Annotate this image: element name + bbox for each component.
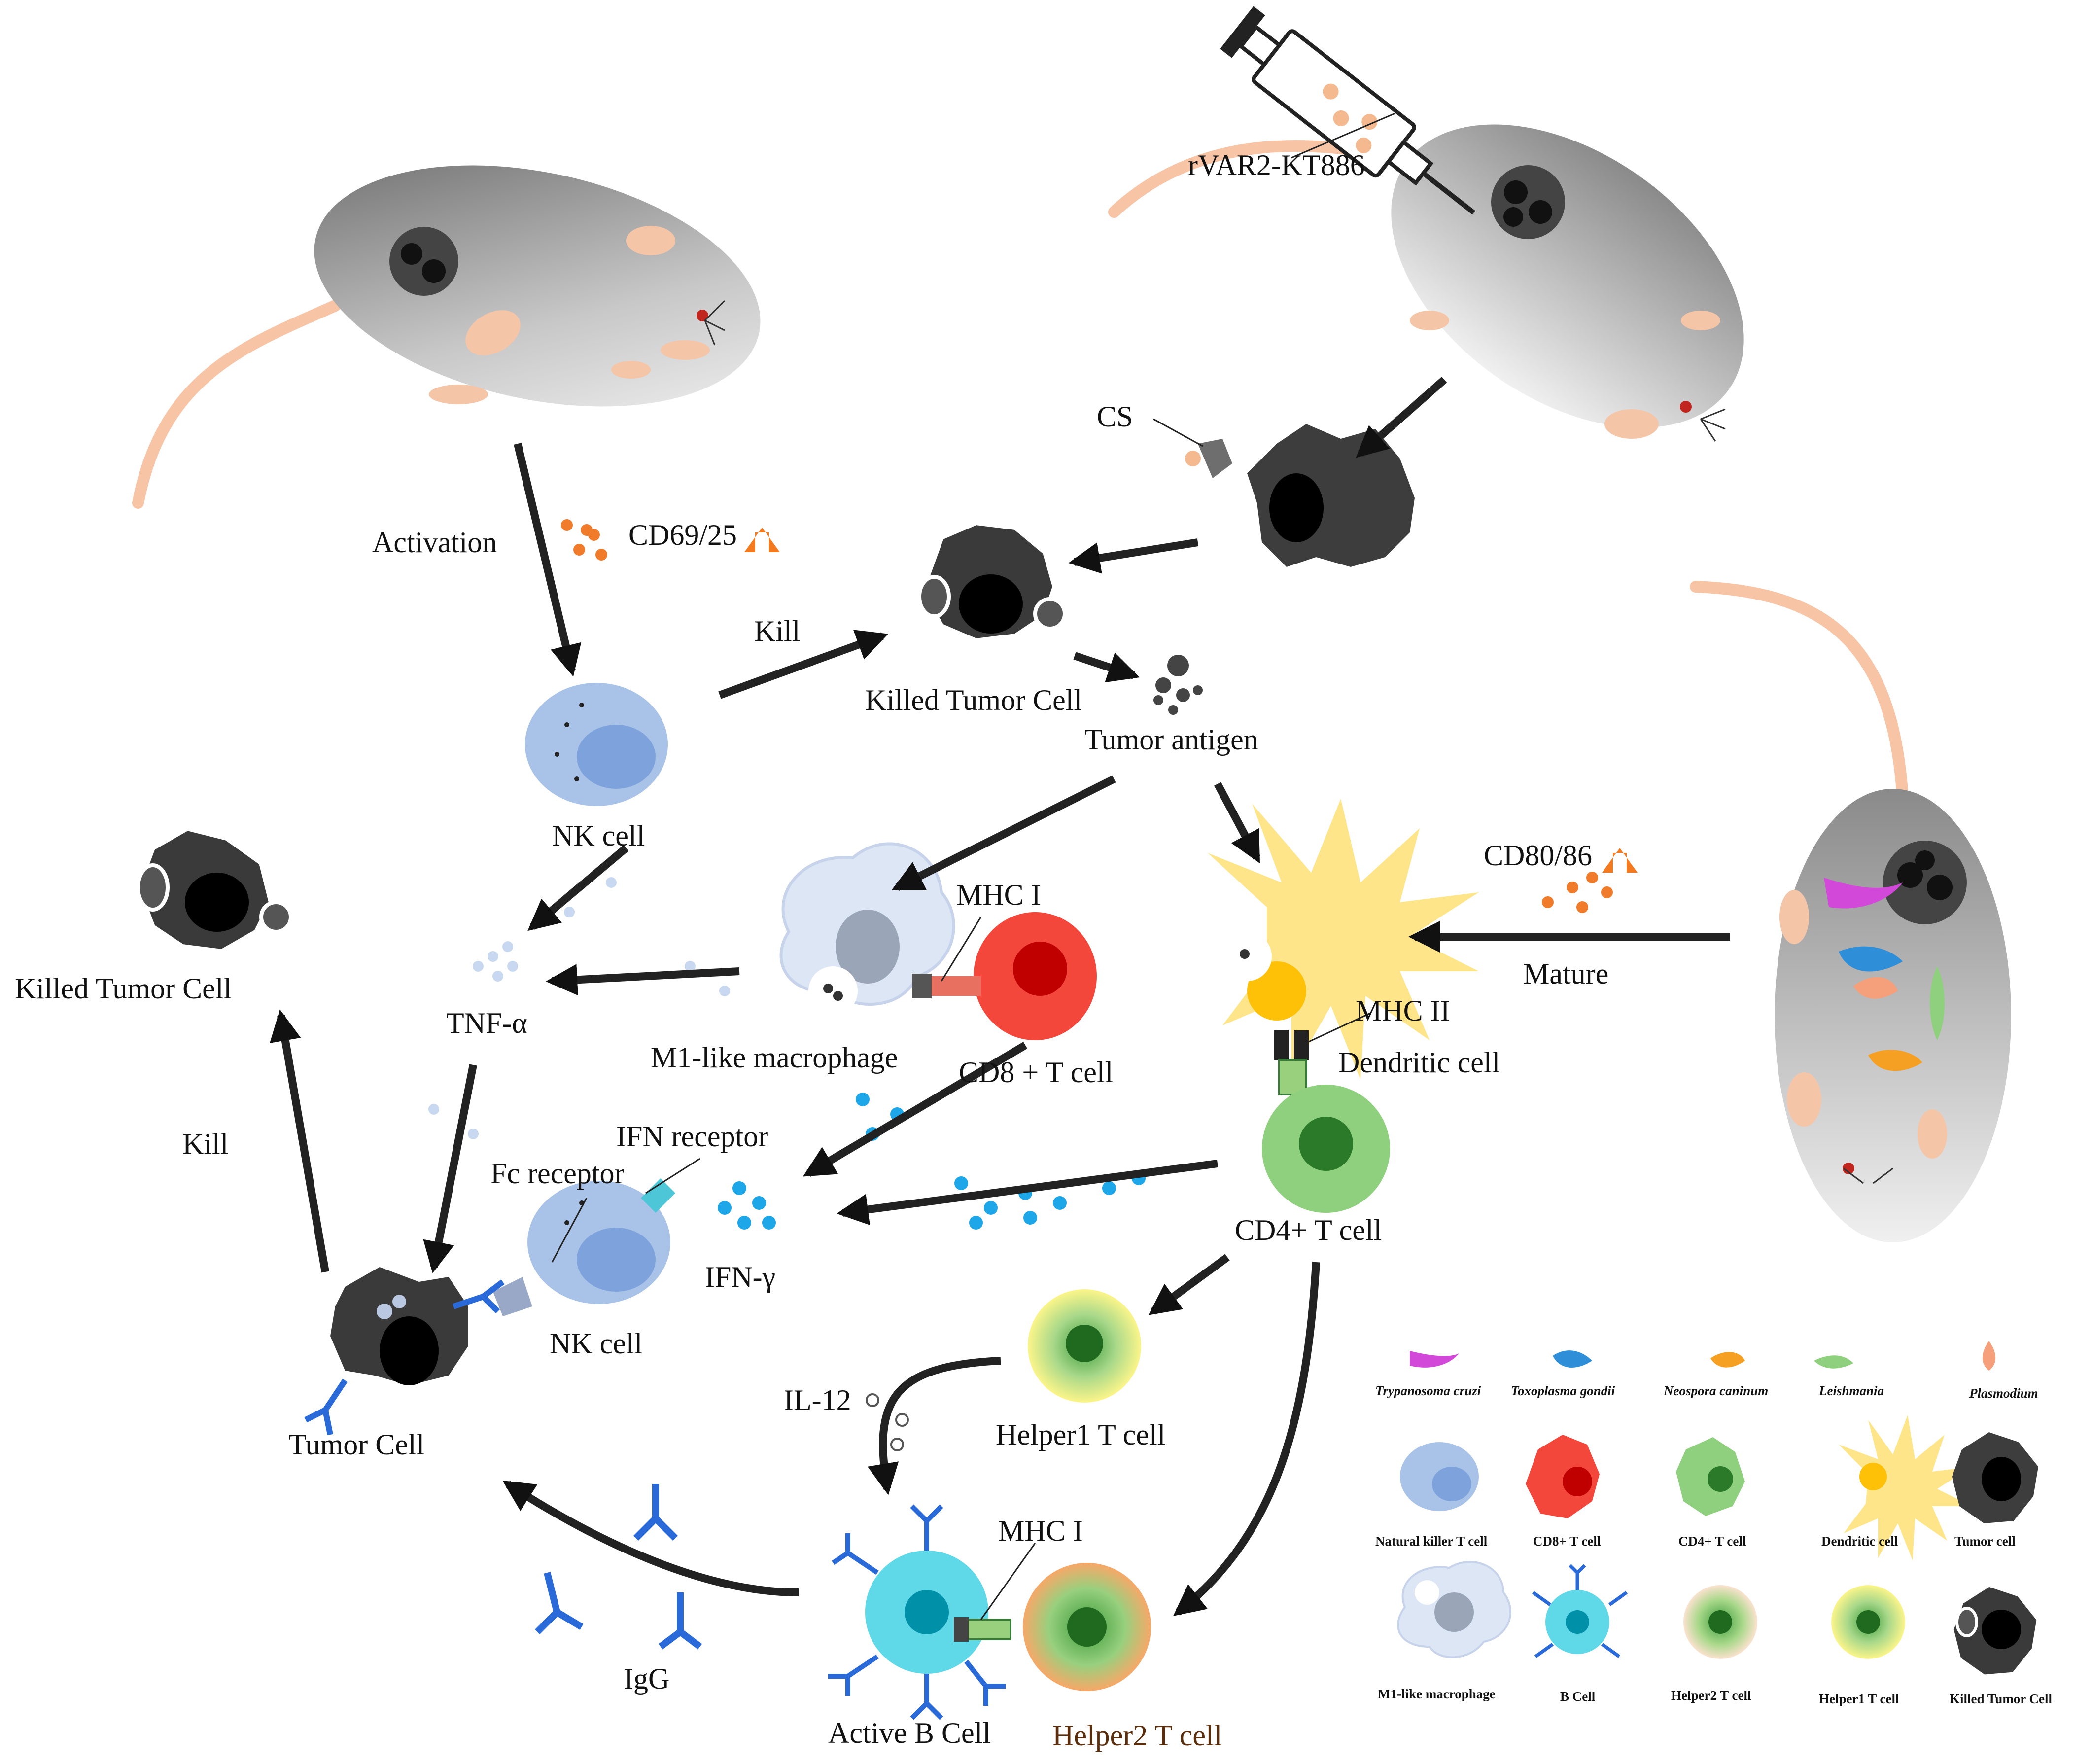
trypanosoma-icon (1410, 1351, 1459, 1368)
tumor-antigen-label: Tumor antigen (1084, 723, 1258, 756)
cs-label: CS (1097, 400, 1133, 433)
legend-tumor: Tumor cell (1954, 1534, 2016, 1549)
il12-label: IL-12 (784, 1384, 851, 1416)
mouse-top-left (132, 165, 761, 509)
nk-cell-bottom-label: NK cell (550, 1327, 642, 1360)
legend-dendritic: Dendritic cell (1821, 1534, 1898, 1549)
cd8-label: CD8 + T cell (959, 1056, 1113, 1089)
legend-trypanosoma: Trypanosoma cruzi (1375, 1383, 1481, 1398)
tnf-label: TNF-α (446, 1007, 527, 1039)
killed-tumor-left-label: Killed Tumor Cell (15, 972, 232, 1005)
cd80-cytokine-dots (1542, 872, 1613, 913)
cd69-cytokine-dots (561, 519, 607, 561)
dendritic-label: Dendritic cell (1338, 1046, 1500, 1079)
legend-neospora: Neospora caninum (1663, 1383, 1768, 1398)
up-arrow-icon (1602, 848, 1638, 873)
igg-antibodies (535, 1484, 702, 1650)
syringe-icon (1220, 6, 1475, 215)
plasmodium-icon (1982, 1341, 1996, 1371)
mhc2-label: MHC II (1356, 994, 1450, 1027)
ifn-gamma-label: IFN-γ (705, 1261, 775, 1293)
nk-cell-bottom (493, 1178, 675, 1316)
igg-label: IgG (624, 1662, 669, 1695)
il12-dots (866, 1393, 909, 1451)
helper1-label: Helper1 T cell (996, 1418, 1165, 1451)
tumor-antigen-dots (1153, 655, 1203, 715)
dendritic-cell (1208, 799, 1479, 1080)
mhc1-bottom-label: MHC I (998, 1515, 1083, 1547)
active-b-cell (828, 1504, 1006, 1720)
legend-toxoplasma: Toxoplasma gondii (1511, 1383, 1615, 1398)
nk-cell-top-label: NK cell (552, 819, 645, 852)
legend-cd4: CD4+ T cell (1678, 1534, 1746, 1549)
up-arrow-icon (744, 528, 780, 552)
legend-bcell: B Cell (1560, 1689, 1596, 1704)
legend-helper1: Helper1 T cell (1819, 1692, 1899, 1706)
legend-leishmania: Leishmania (1818, 1383, 1884, 1398)
active-b-label: Active B Cell (828, 1717, 991, 1749)
flow-arrows (270, 377, 1730, 1616)
tumor-cell-cs (1185, 424, 1415, 567)
cd80-label: CD80/86 (1484, 839, 1592, 872)
activation-label: Activation (372, 526, 497, 559)
ifn-gamma-dots (718, 1093, 1146, 1230)
mature-label: Mature (1523, 957, 1608, 990)
tnf-dots (428, 877, 730, 1139)
mhc1-top-label: MHC I (956, 879, 1041, 911)
m1-macrophage-label: M1-like macrophage (651, 1041, 898, 1074)
tumor-cell-bottom (304, 1267, 505, 1436)
killed-tumor-center-label: Killed Tumor Cell (865, 684, 1082, 716)
mouse-top-right (1108, 124, 1744, 442)
helper1-t-cell (1028, 1289, 1141, 1403)
cd8-t-cell (912, 912, 1097, 1040)
legend-killed-tumor: Killed Tumor Cell (1950, 1692, 2053, 1706)
neospora-icon (1710, 1352, 1745, 1368)
kill-label-left: Kill (182, 1128, 228, 1160)
mouse-right (1690, 581, 2011, 1242)
leishmania-icon (1814, 1355, 1853, 1369)
kill-label-top: Kill (754, 615, 800, 647)
cd69-label: CD69/25 (628, 519, 737, 551)
nk-cell-top (525, 683, 668, 806)
legend-m1: M1-like macrophage (1378, 1687, 1496, 1701)
legend-cd8: CD8+ T cell (1533, 1534, 1601, 1549)
legend-nkt: Natural killer T cell (1375, 1534, 1488, 1549)
toxoplasma-icon (1553, 1350, 1592, 1368)
legend-plasmodium: Plasmodium (1969, 1386, 2038, 1401)
cd4-t-cell (1262, 1085, 1390, 1213)
ifn-receptor-label: IFN receptor (616, 1120, 768, 1153)
cd4-label: CD4+ T cell (1235, 1214, 1382, 1246)
tumor-cell-label: Tumor Cell (288, 1428, 424, 1461)
rvar2-label: rVAR2-KT886 (1188, 149, 1365, 181)
helper2-label: Helper2 T cell (1052, 1719, 1222, 1752)
fc-receptor-label: Fc receptor (490, 1157, 625, 1190)
label-pointers (551, 112, 1395, 1620)
killed-tumor-cell-left (135, 825, 293, 954)
mhc-ii-complex (1274, 1030, 1309, 1095)
legend: Trypanosoma cruzi Toxoplasma gondii Neos… (1375, 1341, 2053, 1706)
helper2-t-cell (954, 1563, 1151, 1691)
killed-tumor-cell-center (917, 520, 1067, 644)
legend-helper2: Helper2 T cell (1671, 1688, 1751, 1703)
